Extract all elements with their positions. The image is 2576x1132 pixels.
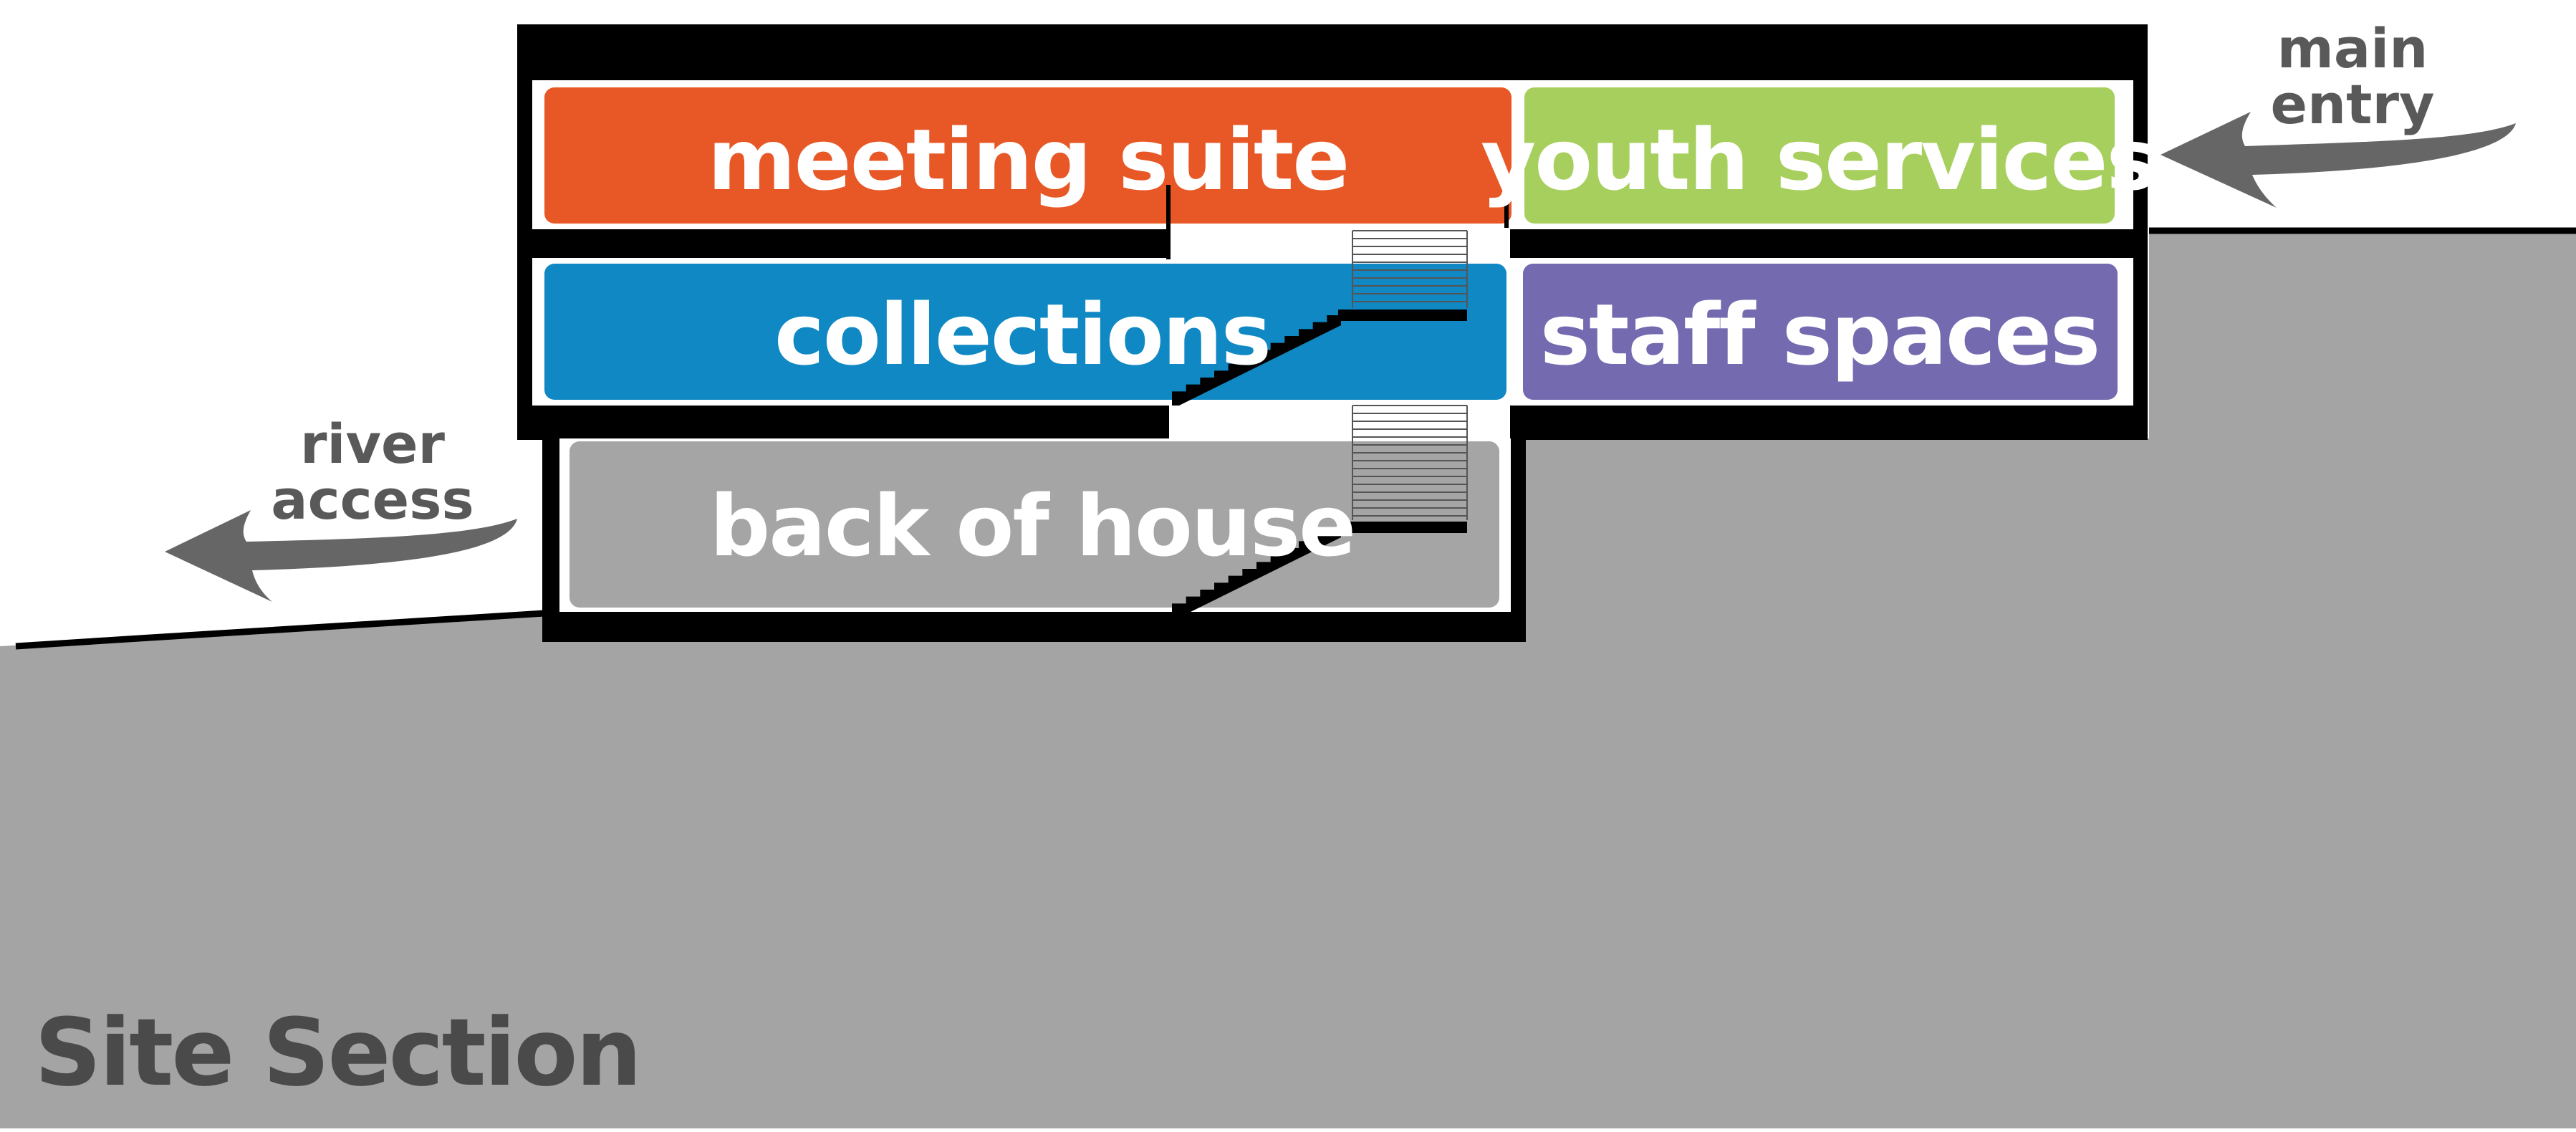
youth-services-label: youth services xyxy=(1481,110,2156,209)
stair-steps xyxy=(1172,315,1341,406)
roof-slab xyxy=(517,24,2148,80)
main-entry-label-line2: entry xyxy=(2270,72,2434,136)
stair-hatching xyxy=(1352,230,1468,520)
ground xyxy=(0,229,2576,1128)
room-staff-spaces xyxy=(1523,264,2118,400)
main-entry-label-line1: main xyxy=(2277,16,2428,80)
slab-edge-2 xyxy=(1504,185,1509,228)
meeting-suite-label: meeting suite xyxy=(708,110,1349,209)
room-collections xyxy=(544,264,1506,400)
staff-spaces-label: staff spaces xyxy=(1540,285,2100,384)
collections-label: collections xyxy=(774,285,1270,384)
river-access-arrow-icon xyxy=(165,510,517,602)
stair-landing-upper xyxy=(1338,310,1467,321)
ground-line xyxy=(15,610,545,650)
main-entry-arrow-icon xyxy=(2161,112,2516,208)
stair-run-upper xyxy=(1172,315,1341,406)
stair-run-lower xyxy=(1172,527,1341,618)
slab-edge-3 xyxy=(1166,185,1171,259)
river-access-label-line2: access xyxy=(271,468,474,532)
back-of-house-label: back of house xyxy=(710,476,1355,575)
diagram-title: Site Section xyxy=(34,998,640,1107)
river-access-label-line1: river xyxy=(300,412,446,476)
stair-steps xyxy=(1172,527,1341,618)
room-youth-services xyxy=(1524,87,2115,224)
room-meeting-suite xyxy=(544,87,1512,224)
stair-landing-lower xyxy=(1338,522,1467,533)
